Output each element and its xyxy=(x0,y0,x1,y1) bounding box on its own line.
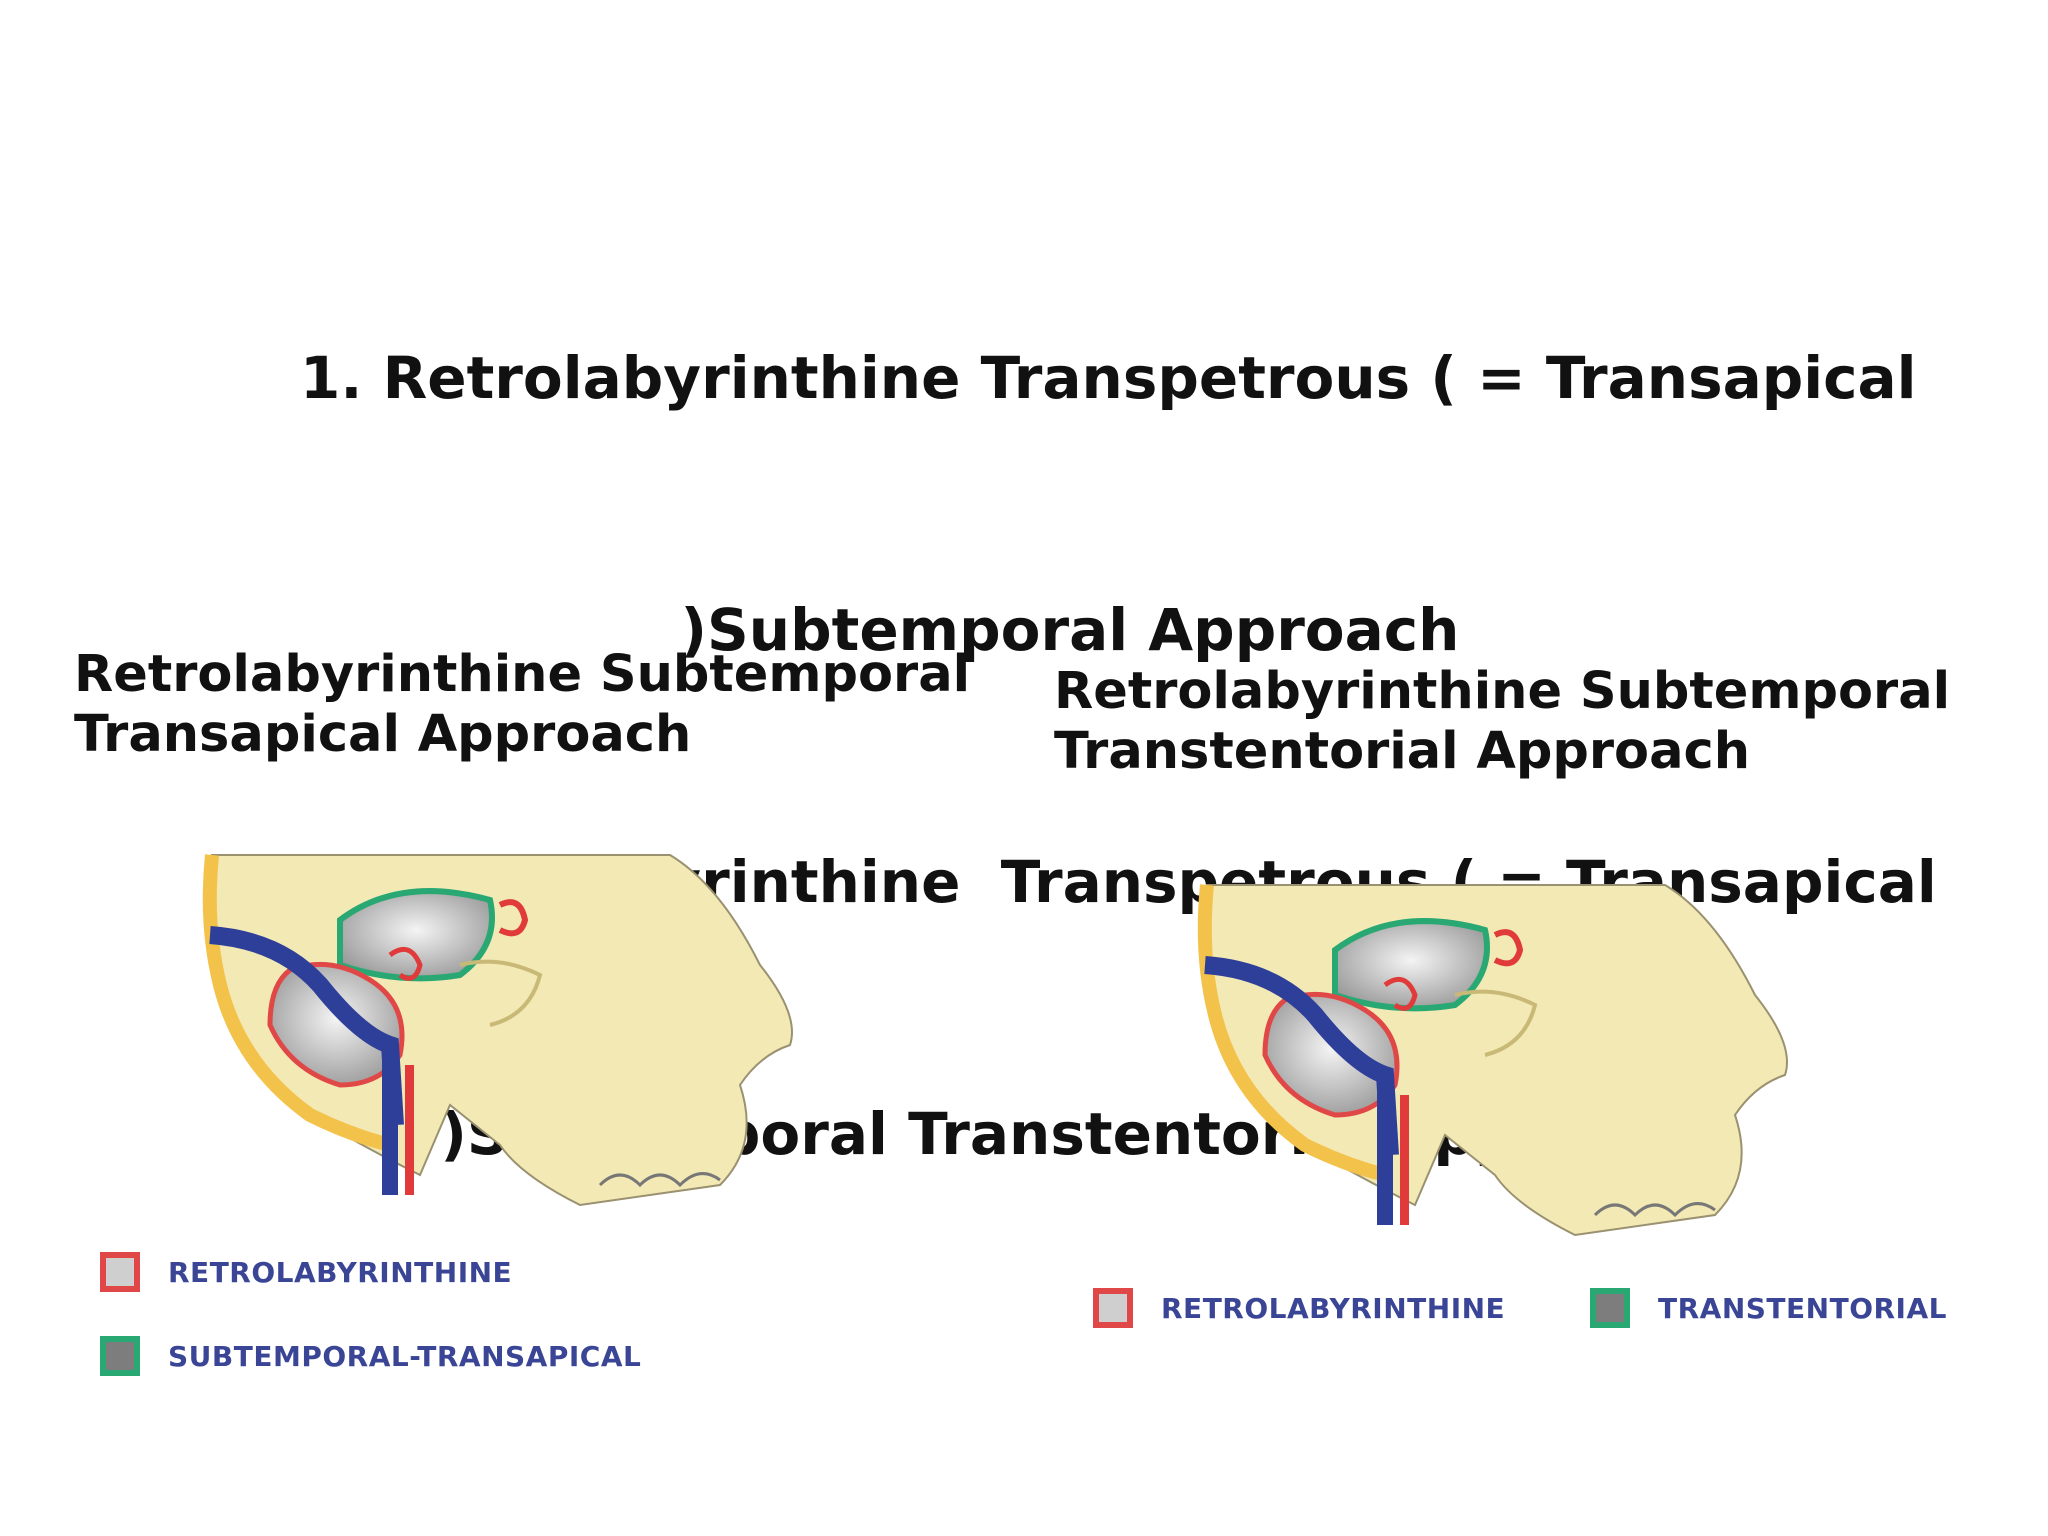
left-panel-title-line-1: Retrolabyrinthine Subtemporal xyxy=(74,645,971,704)
legend-label: RETROLABYRINTHINE xyxy=(1161,1291,1506,1325)
right-panel-title-line-1: Retrolabyrinthine Subtemporal xyxy=(1054,662,1951,721)
title-line-2: )Subtemporal Approach xyxy=(680,596,1460,664)
legend-label: TRANSTENTORIAL xyxy=(1658,1291,1947,1325)
right-panel-title-line-2: Transtentorial Approach xyxy=(1054,722,1751,781)
legend-item-transtentorial: TRANSTENTORIAL xyxy=(1590,1288,1947,1328)
legend-swatch-transtentorial xyxy=(1590,1288,1630,1328)
legend-swatch-retrolabyrinthine xyxy=(1093,1288,1133,1328)
legend-item-retrolabyrinthine-right: RETROLABYRINTHINE xyxy=(1093,1288,1505,1328)
legend-item-retrolabyrinthine-left: RETROLABYRINTHINE xyxy=(100,1252,512,1292)
skull-illustration-right xyxy=(1197,884,1788,1237)
right-panel-title: Retrolabyrinthine Subtemporal Transtento… xyxy=(1054,662,1950,782)
legend-label: SUBTEMPORAL-TRANSAPICAL xyxy=(168,1339,642,1373)
legend-swatch-retrolabyrinthine xyxy=(100,1252,140,1292)
title-line-1: 1. Retrolabyrinthine Transpetrous ( = Tr… xyxy=(300,344,1917,412)
left-panel-title: Retrolabyrinthine Subtemporal Transapica… xyxy=(74,645,970,765)
legend-item-subtemporal-transapical: SUBTEMPORAL-TRANSAPICAL xyxy=(100,1336,641,1376)
legend-swatch-subtemporal-transapical xyxy=(100,1336,140,1376)
left-panel-title-line-2: Transapical Approach xyxy=(74,705,692,764)
skull-illustration-left xyxy=(202,854,793,1207)
legend-label: RETROLABYRINTHINE xyxy=(168,1255,513,1289)
